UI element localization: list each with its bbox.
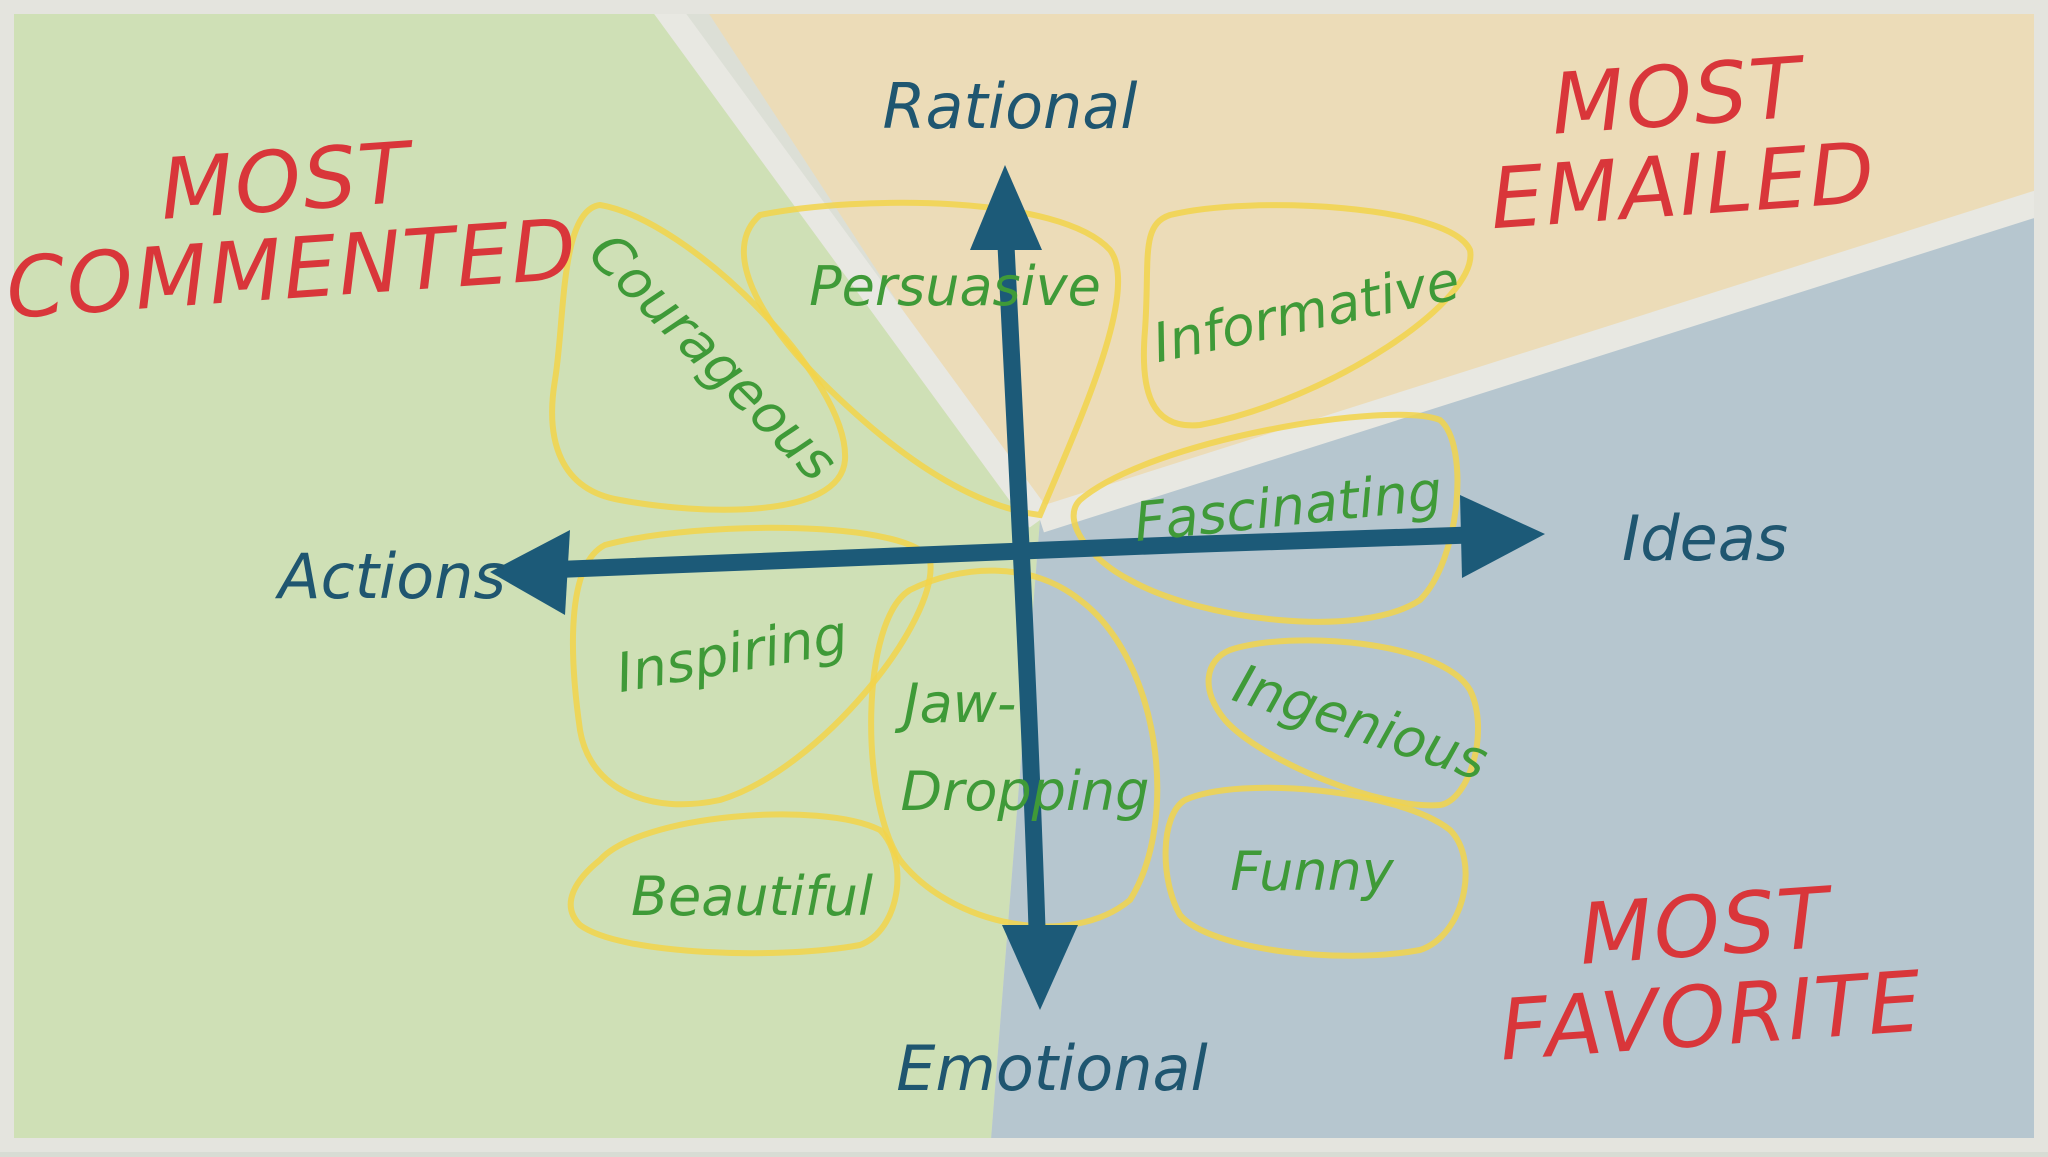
arrowhead-actions: [490, 530, 570, 615]
petal-fascinating: [1070, 411, 1461, 625]
petal-jaw-dropping: [868, 567, 1161, 930]
petal-label-jaw-dropping-line1: Jaw-: [895, 672, 1017, 735]
axis-label-rational: Rational: [882, 70, 1137, 143]
petal-label-funny: Funny: [1230, 840, 1395, 903]
petal-label-beautiful: Beautiful: [631, 865, 873, 928]
vertical-axis: [996, 216, 1047, 969]
region-divider-right: [1036, 187, 2048, 533]
arrowhead-rational: [970, 165, 1042, 250]
axis-label-emotional: Emotional: [896, 1032, 1207, 1105]
region-divider-left: [649, 0, 1051, 528]
petal-informative: [1140, 202, 1474, 429]
region-most-favorite: [990, 200, 2048, 1152]
petal-funny: [1162, 784, 1469, 959]
horizontal-axis: [536, 526, 1479, 579]
petal-label-jaw-dropping-line2: Dropping: [901, 760, 1150, 823]
petal-ingenious: [1205, 637, 1481, 809]
petal-inspiring: [569, 524, 934, 808]
label-most-emailed-line1: MOST: [1548, 38, 1809, 154]
petal-label-persuasive: Persuasive: [809, 255, 1101, 318]
petal-beautiful: [567, 811, 901, 957]
region-most-emailed: [700, 0, 2048, 520]
arrowhead-emotional: [1002, 925, 1078, 1010]
arrowhead-ideas: [1460, 495, 1545, 578]
label-most-favorite-line1: MOST: [1576, 868, 1837, 984]
axis-label-actions: Actions: [274, 540, 506, 613]
axis-label-ideas: Ideas: [1622, 502, 1788, 575]
label-most-commented-line1: MOST: [157, 123, 418, 239]
